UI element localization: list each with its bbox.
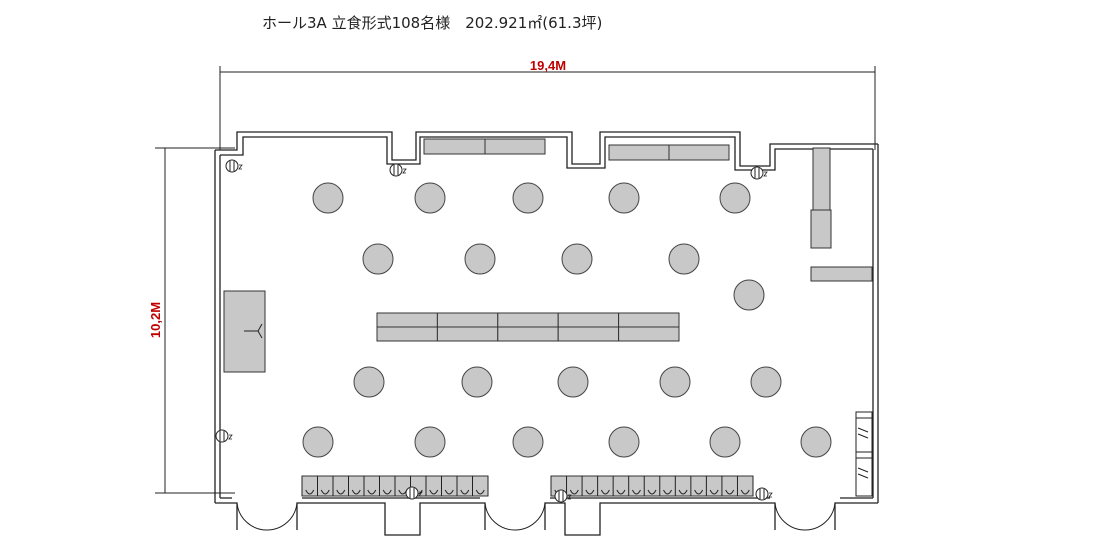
- door-icon: [484, 502, 546, 531]
- buffet-table: [376, 312, 680, 342]
- buffet-segment: [557, 312, 620, 328]
- round-table: [512, 426, 544, 458]
- wall-counter: [608, 144, 730, 161]
- buffet-segment: [497, 312, 559, 328]
- side-counter: [810, 147, 873, 282]
- round-table: [668, 243, 700, 275]
- buffet-segment: [376, 326, 438, 342]
- round-table: [414, 426, 446, 458]
- round-table: [512, 182, 544, 214]
- round-table: [733, 279, 765, 311]
- round-table: [719, 182, 751, 214]
- round-table: [659, 366, 691, 398]
- outlet-icon: [405, 486, 423, 500]
- outlet-icon: [225, 159, 243, 173]
- outlets: [215, 159, 773, 503]
- round-table: [414, 182, 446, 214]
- round-table: [608, 426, 640, 458]
- bench: [550, 475, 754, 497]
- round-table: [302, 426, 334, 458]
- round-table: [353, 366, 385, 398]
- bench: [301, 475, 489, 497]
- height-dimension: 10,2M: [148, 147, 235, 494]
- outlet-icon: [755, 487, 773, 501]
- round-table: [362, 243, 394, 275]
- round-table: [557, 366, 589, 398]
- wall-counter: [423, 138, 546, 155]
- podium: [223, 290, 266, 373]
- round-table: [464, 243, 496, 275]
- width-dimension: 19,4M: [219, 58, 876, 150]
- height-label: 10,2M: [148, 302, 163, 338]
- buffet-segment: [436, 326, 499, 342]
- round-table: [461, 366, 493, 398]
- buffet-segment: [618, 326, 680, 342]
- buffet-segment: [557, 326, 620, 342]
- buffet-segment: [497, 326, 559, 342]
- buffet-segment: [376, 312, 438, 328]
- round-table: [312, 182, 344, 214]
- outlet-icon: [554, 489, 572, 503]
- door-icon: [236, 502, 298, 531]
- wall-rack: [855, 411, 873, 497]
- round-table: [709, 426, 741, 458]
- outlet-icon: [750, 166, 768, 180]
- door-icon: [774, 502, 836, 531]
- outlet-icon: [215, 429, 233, 443]
- buffet-segment: [436, 312, 499, 328]
- round-table: [750, 366, 782, 398]
- seating-benches: [301, 475, 754, 497]
- round-tables: [302, 182, 832, 458]
- round-table: [800, 426, 832, 458]
- round-table: [608, 182, 640, 214]
- plan-title: ホール3A 立食形式108名様 202.921㎡(61.3坪): [262, 14, 603, 32]
- outlet-icon: [389, 163, 407, 177]
- round-table: [561, 243, 593, 275]
- microphone-icon: [244, 323, 263, 339]
- width-label: 19,4M: [530, 58, 566, 73]
- buffet-segment: [618, 312, 680, 328]
